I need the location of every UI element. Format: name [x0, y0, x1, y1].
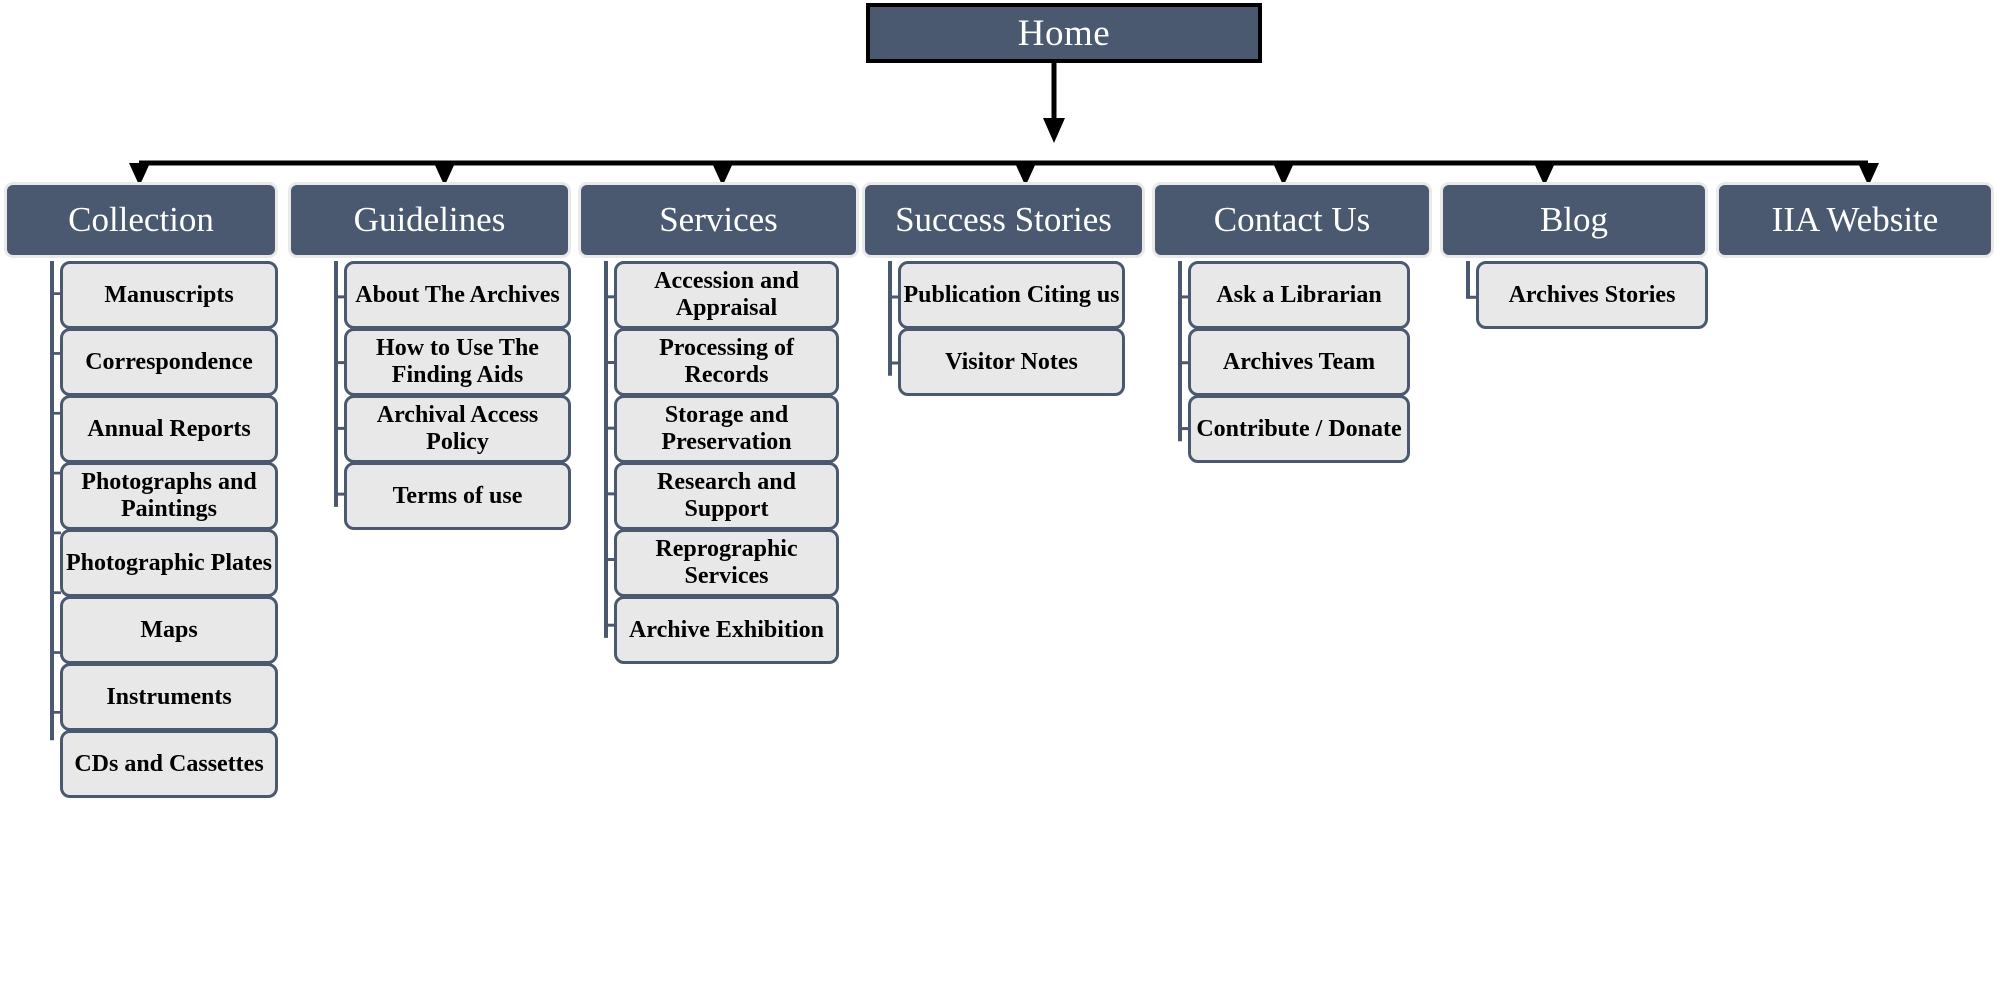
child-node[interactable]: Archive Exhibition: [614, 596, 839, 664]
child-node[interactable]: Ask a Librarian: [1188, 261, 1410, 329]
child-node[interactable]: Archives Team: [1188, 328, 1410, 396]
column-services: Services Accession and Appraisal Process…: [578, 182, 859, 664]
child-node[interactable]: Terms of use: [344, 462, 571, 530]
children-collection: Manuscripts Correspondence Annual Report…: [4, 261, 278, 798]
child-node[interactable]: Photographic Plates: [60, 529, 278, 597]
level2-node-collection[interactable]: Collection: [4, 182, 278, 258]
children-services: Accession and Appraisal Processing of Re…: [578, 261, 859, 664]
column-blog: Blog Archives Stories: [1440, 182, 1708, 329]
column-success-stories: Success Stories Publication Citing us Vi…: [862, 182, 1145, 396]
children-blog: Archives Stories: [1440, 261, 1708, 329]
child-node[interactable]: Annual Reports: [60, 395, 278, 463]
level2-node-contact-us[interactable]: Contact Us: [1152, 182, 1432, 258]
child-node[interactable]: Photographs and Paintings: [60, 462, 278, 530]
child-node[interactable]: Manuscripts: [60, 261, 278, 329]
root-stem: [1043, 63, 1065, 143]
column-collection: Collection Manuscripts Correspondence An…: [4, 182, 278, 798]
children-guidelines: About The Archives How to Use The Findin…: [288, 261, 571, 530]
level2-node-success-stories[interactable]: Success Stories: [862, 182, 1145, 258]
level2-node-guidelines[interactable]: Guidelines: [288, 182, 571, 258]
child-node[interactable]: Correspondence: [60, 328, 278, 396]
child-node[interactable]: Archives Stories: [1476, 261, 1708, 329]
child-node[interactable]: Instruments: [60, 663, 278, 731]
children-contact-us: Ask a Librarian Archives Team Contribute…: [1152, 261, 1432, 463]
column-contact-us: Contact Us Ask a Librarian Archives Team…: [1152, 182, 1432, 463]
child-node[interactable]: How to Use The Finding Aids: [344, 328, 571, 396]
child-node[interactable]: Reprographic Services: [614, 529, 839, 597]
child-node[interactable]: Research and Support: [614, 462, 839, 530]
level2-node-iia-website[interactable]: IIA Website: [1716, 182, 1994, 258]
root-node-home[interactable]: Home: [866, 3, 1262, 63]
child-node[interactable]: Storage and Preservation: [614, 395, 839, 463]
column-guidelines: Guidelines About The Archives How to Use…: [288, 182, 571, 530]
child-node[interactable]: Archival Access Policy: [344, 395, 571, 463]
children-success-stories: Publication Citing us Visitor Notes: [862, 261, 1145, 396]
level2-node-blog[interactable]: Blog: [1440, 182, 1708, 258]
child-node[interactable]: Visitor Notes: [898, 328, 1125, 396]
child-node[interactable]: Contribute / Donate: [1188, 395, 1410, 463]
level2-node-services[interactable]: Services: [578, 182, 859, 258]
child-node[interactable]: Maps: [60, 596, 278, 664]
child-node[interactable]: About The Archives: [344, 261, 571, 329]
child-node[interactable]: CDs and Cassettes: [60, 730, 278, 798]
column-iia-website: IIA Website: [1716, 182, 1994, 261]
child-node[interactable]: Publication Citing us: [898, 261, 1125, 329]
child-node[interactable]: Accession and Appraisal: [614, 261, 839, 329]
child-node[interactable]: Processing of Records: [614, 328, 839, 396]
